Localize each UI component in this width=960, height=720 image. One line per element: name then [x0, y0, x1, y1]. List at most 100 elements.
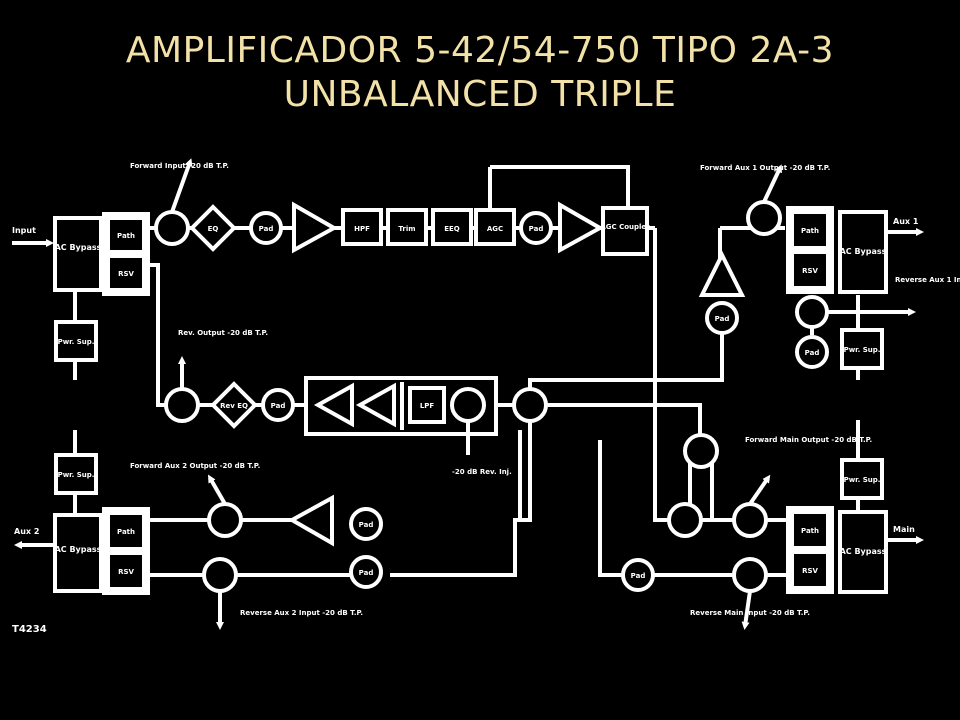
wire-aux1-link — [528, 226, 785, 405]
aux2-tp-arrow — [208, 474, 227, 505]
aux2-output-testpoint[interactable] — [207, 502, 243, 538]
main-rev-arrow — [741, 590, 752, 630]
pwr-sup-label-3: Pwr. Sup. — [844, 346, 881, 354]
aux1-pad-label: Pad — [715, 315, 730, 323]
rsv-label-aux2: RSV — [118, 568, 134, 576]
trim-block — [386, 208, 428, 246]
pwr-sup-label-4: Pwr. Sup. — [844, 476, 881, 484]
rsv-filter-main — [790, 550, 830, 590]
aux2-output-tp-label: Forward Aux 2 Output -20 dB T.P. — [130, 462, 260, 470]
agc-label: AGC — [487, 225, 503, 233]
pwr-sup-right-bottom — [840, 458, 884, 500]
rev-eq-label: Rev EQ — [220, 402, 248, 410]
rev-output-testpoint[interactable] — [164, 387, 200, 423]
aux2-reverse-tp-label: Reverse Aux 2 Input -20 dB T.P. — [240, 609, 363, 617]
path-filter-aux1 — [790, 210, 830, 250]
rsv-label-input: RSV — [118, 270, 134, 278]
pad-1 — [249, 211, 283, 245]
path-filter-input — [106, 216, 146, 254]
forward-amplifier-2 — [558, 201, 605, 254]
forward-input-testpoint[interactable] — [154, 210, 190, 246]
wire-rev-cross — [390, 405, 532, 577]
pwr-sup-left-bottom — [54, 453, 98, 495]
path-filter-aux2 — [106, 511, 146, 551]
aux1-reverse-tp-label: Reverse Aux 1 Input -20 dB T.P. — [895, 276, 960, 284]
pad-2 — [519, 211, 553, 245]
pwr-sup-left-top — [54, 320, 98, 362]
reverse-splitter — [512, 387, 548, 423]
ac-bypass-aux2-label: AC Bypass — [55, 545, 102, 554]
main-output-tp-label: Forward Main Output -20 dB T.P. — [745, 436, 872, 444]
main-reverse-tp-label: Reverse Main Input -20 dB T.P. — [690, 609, 810, 617]
rev-inj-label: -20 dB Rev. Inj. — [452, 468, 512, 476]
path-label-input: Path — [117, 232, 135, 240]
path-filter-main — [790, 510, 830, 550]
eeq-label: EEQ — [444, 225, 460, 233]
rev-pad-label: Pad — [271, 402, 286, 410]
trim-label: Trim — [398, 225, 415, 233]
main-rev-pad — [621, 558, 655, 592]
path-label-aux1: Path — [801, 227, 819, 235]
ac-bypass-main-label: AC Bypass — [840, 547, 887, 556]
ac-bypass-aux1 — [838, 210, 888, 294]
aux2-port-label: Aux 2 — [14, 527, 39, 536]
rev-pad — [261, 388, 295, 422]
testpoint-arrow — [170, 158, 193, 213]
main-rev-pad-label: Pad — [631, 572, 646, 580]
forward-amplifier-1 — [292, 201, 339, 254]
aux1-pad — [705, 301, 739, 335]
agc-coupler-block — [601, 206, 649, 256]
pwr-sup-right-top — [840, 328, 884, 370]
aux1-reverse-coupler[interactable] — [795, 295, 829, 329]
path-label-main: Path — [801, 527, 819, 535]
pad-1-label: Pad — [259, 225, 274, 233]
main-tp-arrow — [748, 474, 771, 506]
aux1-output-testpoint[interactable] — [746, 200, 782, 236]
rsv-filter-aux1 — [790, 250, 830, 290]
rev-injection-coupler[interactable] — [450, 387, 486, 423]
rsv-filter-aux2 — [106, 551, 146, 591]
lpf-label: LPF — [420, 402, 435, 410]
aux2-reverse-coupler[interactable] — [202, 557, 238, 593]
title-line-1: AMPLIFICADOR 5-42/54-750 TIPO 2A-3 — [125, 30, 835, 71]
title-line-2: UNBALANCED TRIPLE — [283, 74, 677, 115]
rev-output-tp-label: Rev. Output -20 dB T.P. — [178, 329, 268, 337]
reverse-amplifier-2 — [355, 382, 396, 428]
rsv-label-aux1: RSV — [802, 267, 818, 275]
eeq-block — [431, 208, 473, 246]
aux1-amplifier — [698, 250, 746, 297]
reverse-amplifier-1 — [313, 382, 354, 428]
ac-bypass-input-label: AC Bypass — [55, 243, 102, 252]
main-port-label: Main — [893, 525, 915, 534]
main-output-testpoint[interactable] — [732, 502, 768, 538]
agc-coupler-label: AGC Coupler — [600, 223, 650, 231]
eq-block — [189, 204, 237, 252]
ac-bypass-aux2 — [53, 513, 103, 593]
pad-2-label: Pad — [529, 225, 544, 233]
main-reverse-coupler[interactable] — [732, 557, 768, 593]
aux2-pad-label: Pad — [359, 521, 374, 529]
aux1-rev-pad-label: Pad — [805, 349, 820, 357]
hpf-label: HPF — [354, 225, 370, 233]
path-label-aux2: Path — [117, 528, 135, 536]
aux2-pad — [349, 507, 383, 541]
input-label: Input — [12, 226, 36, 235]
pwr-sup-label-1: Pwr. Sup. — [58, 338, 95, 346]
pwr-sup-label-2: Pwr. Sup. — [58, 471, 95, 479]
aux2-amplifier — [287, 494, 334, 547]
lpf-block — [408, 386, 446, 424]
aux1-output-tp-label: Forward Aux 1 Output -20 dB T.P. — [700, 164, 830, 172]
drawing-reference: T4234 — [12, 624, 47, 635]
wire-main-rev — [518, 430, 790, 577]
aux1-tp-arrow — [762, 164, 782, 203]
main-splitter — [683, 433, 719, 469]
ac-bypass-input — [53, 216, 103, 292]
rsv-label-main: RSV — [802, 567, 818, 575]
aux2-rev-pad — [349, 555, 383, 589]
main-splitter-out-a — [667, 502, 703, 538]
rev-eq-block — [210, 381, 258, 429]
aux2-rev-pad-label: Pad — [359, 569, 374, 577]
rsv-filter-input — [106, 254, 146, 292]
